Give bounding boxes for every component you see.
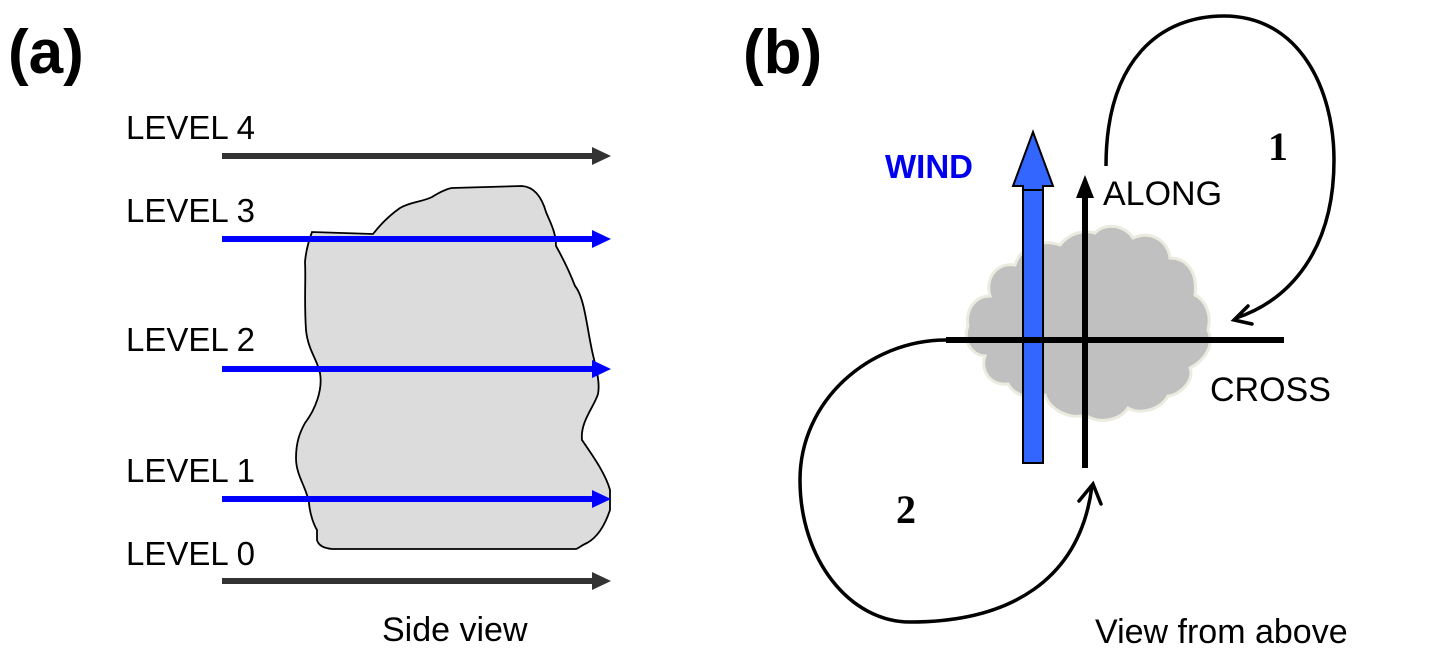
level-label: LEVEL 2 (126, 321, 255, 358)
arrowhead-icon (592, 230, 611, 248)
wind-arrow (1011, 129, 1055, 464)
level-1: LEVEL 1 (126, 452, 611, 508)
cloud-top-view (964, 224, 1212, 422)
loop-2-arrow (798, 338, 1103, 624)
panel-a-label: (a) (8, 18, 84, 87)
cross-label: CROSS (1210, 371, 1331, 409)
along-axis (1076, 175, 1094, 468)
panel-b: (b) WIND ALONG CROSS 1 2 (743, 14, 1348, 651)
arrowhead-icon (592, 572, 611, 590)
caption-view-from-above: View from above (1095, 613, 1348, 651)
level-label: LEVEL 3 (126, 192, 255, 229)
loop-1-arrow (1104, 14, 1336, 326)
level-label: LEVEL 4 (126, 109, 255, 146)
arrowhead-icon (592, 147, 611, 165)
level-3: LEVEL 3 (126, 192, 611, 248)
along-label: ALONG (1103, 175, 1222, 213)
arrowhead-icon (592, 360, 611, 378)
loop-2-label: 2 (896, 487, 916, 532)
level-label: LEVEL 1 (126, 452, 255, 489)
level-0: LEVEL 0 (126, 535, 611, 590)
panel-b-label: (b) (743, 18, 822, 87)
panel-a: (a) LEVEL 4 LEVEL 3 LEVEL 2 LEVEL 1 LEVE… (8, 18, 611, 649)
wind-label: WIND (885, 148, 973, 185)
arrowhead-icon (1077, 480, 1103, 506)
level-label: LEVEL 0 (126, 535, 255, 572)
level-4: LEVEL 4 (126, 109, 611, 165)
arrowhead-icon (1230, 304, 1254, 326)
level-2: LEVEL 2 (126, 321, 611, 378)
caption-side-view: Side view (382, 611, 528, 649)
loop-1-label: 1 (1268, 124, 1288, 169)
arrowhead-icon (592, 490, 611, 508)
arrowhead-icon (1076, 175, 1094, 198)
